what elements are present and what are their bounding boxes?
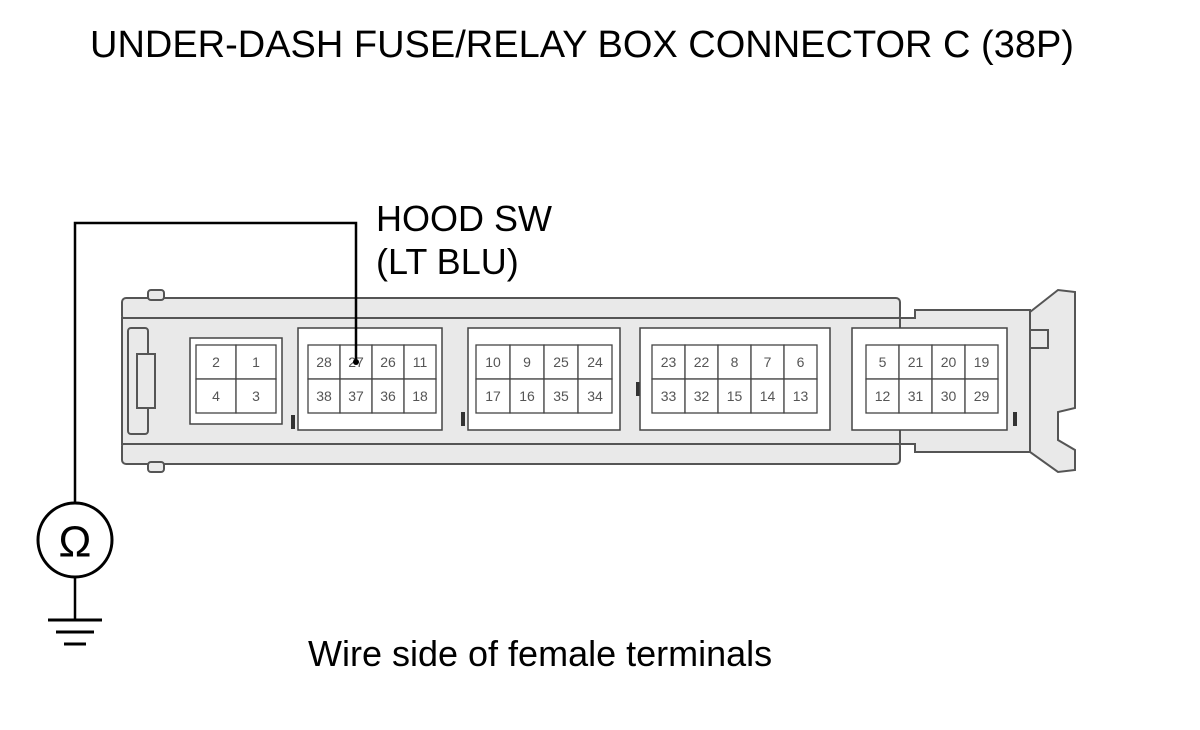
terminal-number-16: 16 — [519, 388, 535, 404]
terminal-number-11: 11 — [413, 354, 428, 370]
terminal-number-36: 36 — [380, 388, 396, 404]
terminal-number-29: 29 — [974, 388, 990, 404]
ohm-symbol: Ω — [59, 518, 92, 567]
terminal-cell-9 — [509, 344, 545, 380]
terminal-number-20: 20 — [941, 354, 957, 370]
terminal-number-10: 10 — [485, 354, 501, 370]
wire-label-name: HOOD SW — [376, 198, 552, 239]
terminal-number-2: 2 — [212, 354, 220, 370]
terminal-number-18: 18 — [412, 388, 428, 404]
terminal-number-22: 22 — [694, 354, 710, 370]
terminal-number-34: 34 — [587, 388, 603, 404]
terminal-number-3: 3 — [252, 388, 260, 404]
terminal-number-19: 19 — [974, 354, 990, 370]
terminal-cell-3 — [235, 378, 277, 414]
terminal-cell-26 — [371, 344, 405, 380]
terminal-cell-34 — [577, 378, 613, 414]
terminal-number-32: 32 — [694, 388, 710, 404]
terminal-number-31: 31 — [908, 388, 924, 404]
terminal-cell-24 — [577, 344, 613, 380]
terminal-number-12: 12 — [875, 388, 891, 404]
terminal-cell-31 — [898, 378, 933, 414]
terminal-number-7: 7 — [764, 354, 772, 370]
terminal-cell-5 — [865, 344, 900, 380]
terminal-number-35: 35 — [553, 388, 569, 404]
terminal-number-9: 9 — [523, 354, 531, 370]
terminal-cell-6 — [783, 344, 818, 380]
terminal-number-23: 23 — [661, 354, 677, 370]
terminal-cell-38 — [307, 378, 341, 414]
terminal-cell-21 — [898, 344, 933, 380]
ohmmeter-icon: Ω — [36, 501, 114, 579]
terminal-blocks: 2143282726113837361810925241716353423228… — [189, 327, 1008, 431]
terminal-cell-29 — [964, 378, 999, 414]
terminal-number-1: 1 — [252, 354, 260, 370]
test-wire — [73, 221, 358, 503]
terminal-number-14: 14 — [760, 388, 776, 404]
terminal-number-13: 13 — [793, 388, 809, 404]
terminal-number-21: 21 — [908, 354, 924, 370]
diagram-title: UNDER-DASH FUSE/RELAY BOX CONNECTOR C (3… — [90, 24, 1074, 66]
terminal-cell-33 — [651, 378, 686, 414]
terminal-cell-15 — [717, 378, 752, 414]
terminal-number-28: 28 — [316, 354, 332, 370]
terminal-number-4: 4 — [212, 388, 220, 404]
terminal-number-33: 33 — [661, 388, 677, 404]
terminal-number-25: 25 — [553, 354, 569, 370]
terminal-27-probe-dot — [353, 359, 359, 365]
terminal-cell-37 — [339, 378, 373, 414]
terminal-cell-11 — [403, 344, 437, 380]
terminal-number-15: 15 — [727, 388, 743, 404]
terminal-cell-30 — [931, 378, 966, 414]
terminal-number-38: 38 — [316, 388, 332, 404]
terminal-number-26: 26 — [380, 354, 396, 370]
terminal-number-5: 5 — [879, 354, 887, 370]
ground-icon — [48, 618, 102, 646]
terminal-number-17: 17 — [485, 388, 501, 404]
terminal-cell-10 — [475, 344, 511, 380]
wire-label-color: (LT BLU) — [376, 241, 519, 282]
terminal-number-30: 30 — [941, 388, 957, 404]
terminal-cell-20 — [931, 344, 966, 380]
terminal-cell-4 — [195, 378, 237, 414]
terminal-cell-18 — [403, 378, 437, 414]
terminal-number-8: 8 — [731, 354, 739, 370]
terminal-cell-2 — [195, 344, 237, 380]
diagram-caption: Wire side of female terminals — [308, 633, 772, 674]
terminal-cell-13 — [783, 378, 818, 414]
terminal-number-6: 6 — [797, 354, 805, 370]
terminal-cell-25 — [543, 344, 579, 380]
terminal-number-24: 24 — [587, 354, 603, 370]
terminal-cell-35 — [543, 378, 579, 414]
terminal-number-37: 37 — [348, 388, 364, 404]
